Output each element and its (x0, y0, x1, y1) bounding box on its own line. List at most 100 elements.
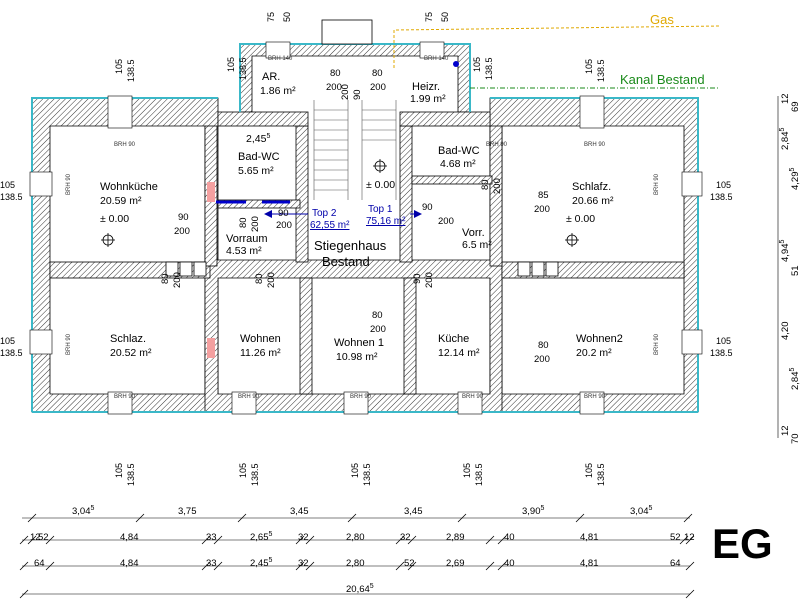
dim-label: 40 (504, 532, 515, 543)
svg-text:75: 75 (424, 12, 434, 22)
dim-label: 2,69 (446, 558, 465, 569)
svg-text:90: 90 (422, 202, 433, 213)
dim-tick (305, 561, 315, 571)
svg-text:138.5: 138.5 (126, 463, 136, 486)
dim-label: 12 (684, 532, 695, 543)
dim-tick (19, 589, 29, 599)
svg-text:85: 85 (538, 190, 549, 201)
top1-area: 75,16 m² (366, 216, 406, 227)
svg-text:200: 200 (174, 226, 190, 237)
dim-label: 3,75 (178, 506, 197, 517)
dim-label: 12 (30, 532, 41, 543)
dim-tick (497, 561, 507, 571)
dim-label: 2,455 (250, 557, 273, 569)
dim-tick (347, 513, 357, 523)
svg-text:105: 105 (0, 180, 15, 190)
dim-label-right: 4,295 (789, 168, 800, 191)
top1-label: Top 1 (368, 204, 393, 215)
room-area-vorraum: 4.53 m² (226, 245, 262, 257)
room-name-wohnen-a: Wohnen (240, 333, 281, 345)
svg-text:105: 105 (114, 59, 124, 74)
svg-text:50: 50 (282, 12, 292, 22)
dim-label: 32 (298, 532, 309, 543)
svg-text:105: 105 (472, 57, 482, 72)
level-symbols (101, 159, 579, 247)
svg-text:138.5: 138.5 (126, 59, 136, 82)
room-name-wohnen2: Wohnen2 (576, 333, 623, 345)
dim-label: 3,45 (290, 506, 309, 517)
dim-tick (685, 561, 695, 571)
dim-tick (407, 561, 417, 571)
svg-text:80: 80 (372, 310, 383, 321)
dim-tick (19, 561, 29, 571)
room-area-vorr: 6.5 m² (462, 239, 492, 251)
svg-text:BRH 90: BRH 90 (66, 173, 72, 195)
room-area-schlafz: 20.66 m² (572, 195, 614, 207)
top2-label: Top 2 (312, 208, 337, 219)
dim-label-right: 2,845 (779, 128, 791, 151)
svg-text:80: 80 (160, 273, 171, 284)
dim-tick (485, 535, 495, 545)
dim-tick (497, 535, 507, 545)
dim-label: 32 (298, 558, 309, 569)
dim-label-right: 4,945 (779, 240, 791, 263)
dim-label: 52 (404, 558, 415, 569)
room-area-kueche: 12.14 m² (438, 347, 480, 359)
svg-text:200: 200 (492, 178, 503, 194)
svg-text:200: 200 (172, 272, 183, 288)
svg-text:BRH 140: BRH 140 (424, 56, 449, 62)
dim-label: 2,89 (446, 532, 465, 543)
stair-label-1: Stiegenhaus (314, 238, 387, 253)
dim-tick (457, 513, 467, 523)
window-dims: 105 138.5 105 138.5 105 138.5 105 138.5 … (0, 12, 733, 486)
svg-text:BRH 90: BRH 90 (462, 394, 484, 400)
svg-text:105: 105 (716, 336, 731, 346)
svg-text:105: 105 (0, 336, 15, 346)
svg-text:200: 200 (534, 354, 550, 365)
dim-label: 40 (504, 558, 515, 569)
dim-total: 20,645 (346, 583, 374, 595)
svg-text:138.5: 138.5 (0, 348, 23, 358)
svg-text:105: 105 (716, 180, 731, 190)
svg-text:105: 105 (114, 463, 124, 478)
dim-tick (683, 513, 693, 523)
svg-text:90: 90 (178, 212, 189, 223)
svg-text:138.5: 138.5 (0, 192, 23, 202)
svg-text:75: 75 (266, 12, 276, 22)
interior-wall (299, 277, 313, 395)
dim-tick (45, 535, 55, 545)
top2-area: 62,55 m² (310, 220, 350, 231)
dim-label: 2,80 (346, 532, 365, 543)
svg-text:200: 200 (250, 216, 261, 232)
dim-label-right: 70 (790, 433, 800, 444)
stairs (313, 100, 397, 200)
dim-tick (237, 513, 247, 523)
dim-label: 3,905 (522, 505, 545, 517)
dim-tick (27, 513, 37, 523)
shafts (165, 261, 559, 277)
chimney (321, 19, 373, 45)
svg-text:200: 200 (424, 272, 435, 288)
room-area-wohnkueche: 20.59 m² (100, 195, 142, 207)
svg-text:BRH 90: BRH 90 (584, 142, 606, 148)
dim-label-right: 69 (790, 101, 800, 112)
svg-text:BRH 90: BRH 90 (66, 333, 72, 355)
svg-text:80: 80 (254, 273, 265, 284)
room-labels: AR. 1.86 m² Heizr. 1.99 m² Bad-WC 5.65 m… (100, 71, 623, 363)
svg-text:138.5: 138.5 (238, 57, 248, 80)
svg-text:105: 105 (350, 463, 360, 478)
svg-text:90: 90 (412, 273, 423, 284)
dim-label: 2,655 (250, 531, 273, 543)
dim-label-right: 51 (790, 265, 800, 276)
interior-wall (217, 111, 309, 127)
svg-text:90: 90 (278, 208, 289, 219)
svg-text:BRH 140: BRH 140 (268, 56, 293, 62)
room-name-schlafz: Schlafz. (572, 181, 611, 193)
room-level-schlafz: ± 0.00 (566, 213, 595, 225)
gas-line (393, 25, 721, 68)
dim-245-label: 2,455 (246, 133, 270, 145)
room-area-wohnen-b: 10.98 m² (336, 351, 378, 363)
dim-tick (575, 513, 585, 523)
